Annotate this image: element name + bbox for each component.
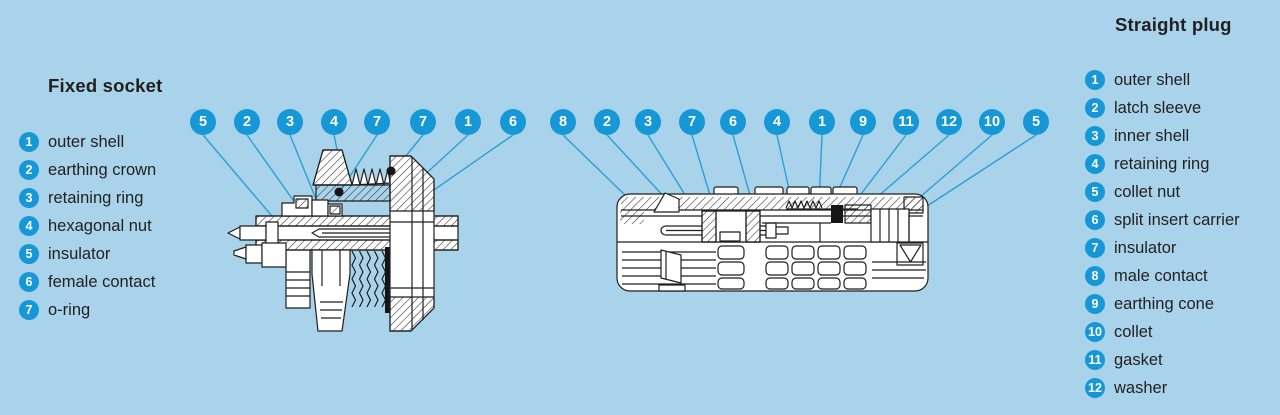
callout-badge: 7	[364, 109, 390, 135]
legend-row: 5 collet nut	[1085, 178, 1240, 206]
callout-badge: 5	[1023, 109, 1049, 135]
legend-label: female contact	[48, 272, 156, 291]
legend-label: gasket	[1114, 350, 1163, 369]
callout-badge: 8	[550, 109, 576, 135]
legend-row: 1 outer shell	[19, 128, 156, 156]
fixed-socket-drawing	[227, 149, 459, 332]
fixed-socket-title: Fixed socket	[48, 75, 163, 96]
callout-badge: 10	[979, 109, 1005, 135]
legend-label: outer shell	[1114, 70, 1191, 89]
legend-row: 4 retaining ring	[1085, 150, 1240, 178]
legend-number-badge: 8	[1085, 266, 1105, 286]
legend-row: 3 inner shell	[1085, 122, 1240, 150]
legend-label: insulator	[1114, 238, 1177, 257]
callout-badge: 11	[893, 109, 919, 135]
legend-row: 2 latch sleeve	[1085, 94, 1240, 122]
legend-label: o-ring	[48, 300, 91, 319]
legend-row: 2 earthing crown	[19, 156, 156, 184]
legend-number-badge: 6	[19, 272, 39, 292]
legend-number-badge: 11	[1085, 350, 1105, 370]
legend-row: 7 o-ring	[19, 296, 156, 324]
callout-badge: 2	[234, 109, 260, 135]
legend-number-badge: 7	[19, 300, 39, 320]
legend-number-badge: 1	[1085, 70, 1105, 90]
callout-badge: 6	[720, 109, 746, 135]
legend-number-badge: 12	[1085, 378, 1105, 398]
legend-row: 6 female contact	[19, 268, 156, 296]
legend-number-badge: 3	[19, 188, 39, 208]
callout-badge: 9	[850, 109, 876, 135]
legend-number-badge: 7	[1085, 238, 1105, 258]
legend-row: 1 outer shell	[1085, 66, 1240, 94]
legend-row: 3 retaining ring	[19, 184, 156, 212]
callout-badge: 7	[410, 109, 436, 135]
callout-badge: 1	[809, 109, 835, 135]
legend-row: 8 male contact	[1085, 262, 1240, 290]
legend-row: 5 insulator	[19, 240, 156, 268]
callout-badge: 5	[190, 109, 216, 135]
legend-number-badge: 10	[1085, 322, 1105, 342]
straight-plug-drawing	[616, 186, 929, 292]
legend-number-badge: 5	[1085, 182, 1105, 202]
legend-label: retaining ring	[1114, 154, 1210, 173]
callout-badge: 6	[500, 109, 526, 135]
legend-label: retaining ring	[48, 188, 144, 207]
legend-label: split insert carrier	[1114, 210, 1240, 229]
legend-label: outer shell	[48, 132, 125, 151]
callout-badge: 3	[635, 109, 661, 135]
legend-label: insulator	[48, 244, 111, 263]
legend-row: 11 gasket	[1085, 346, 1240, 374]
callout-badge: 7	[679, 109, 705, 135]
legend-number-badge: 4	[1085, 154, 1105, 174]
fixed-socket-legend: 1 outer shell 2 earthing crown 3 retaini…	[19, 128, 156, 324]
legend-row: 12 washer	[1085, 374, 1240, 402]
callout-badge: 2	[594, 109, 620, 135]
legend-label: latch sleeve	[1114, 98, 1202, 117]
legend-number-badge: 4	[19, 216, 39, 236]
legend-number-badge: 5	[19, 244, 39, 264]
legend-row: 10 collet	[1085, 318, 1240, 346]
legend-label: earthing crown	[48, 160, 157, 179]
legend-label: male contact	[1114, 266, 1208, 285]
straight-plug-title: Straight plug	[1115, 14, 1232, 35]
callout-badge: 3	[277, 109, 303, 135]
straight-plug-legend: 1 outer shell 2 latch sleeve 3 inner she…	[1085, 66, 1240, 402]
legend-number-badge: 2	[19, 160, 39, 180]
legend-row: 6 split insert carrier	[1085, 206, 1240, 234]
legend-label: earthing cone	[1114, 294, 1214, 313]
legend-label: collet	[1114, 322, 1153, 341]
legend-label: collet nut	[1114, 182, 1181, 201]
legend-row: 9 earthing cone	[1085, 290, 1240, 318]
legend-number-badge: 9	[1085, 294, 1105, 314]
legend-row: 7 insulator	[1085, 234, 1240, 262]
legend-label: inner shell	[1114, 126, 1190, 145]
callout-badge: 4	[321, 109, 347, 135]
callout-badge: 4	[764, 109, 790, 135]
legend-number-badge: 6	[1085, 210, 1105, 230]
legend-number-badge: 3	[1085, 126, 1105, 146]
legend-label: hexagonal nut	[48, 216, 152, 235]
legend-number-badge: 1	[19, 132, 39, 152]
legend-row: 4 hexagonal nut	[19, 212, 156, 240]
callout-badge: 12	[936, 109, 962, 135]
legend-label: washer	[1114, 378, 1168, 397]
callout-badge: 1	[455, 109, 481, 135]
legend-number-badge: 2	[1085, 98, 1105, 118]
